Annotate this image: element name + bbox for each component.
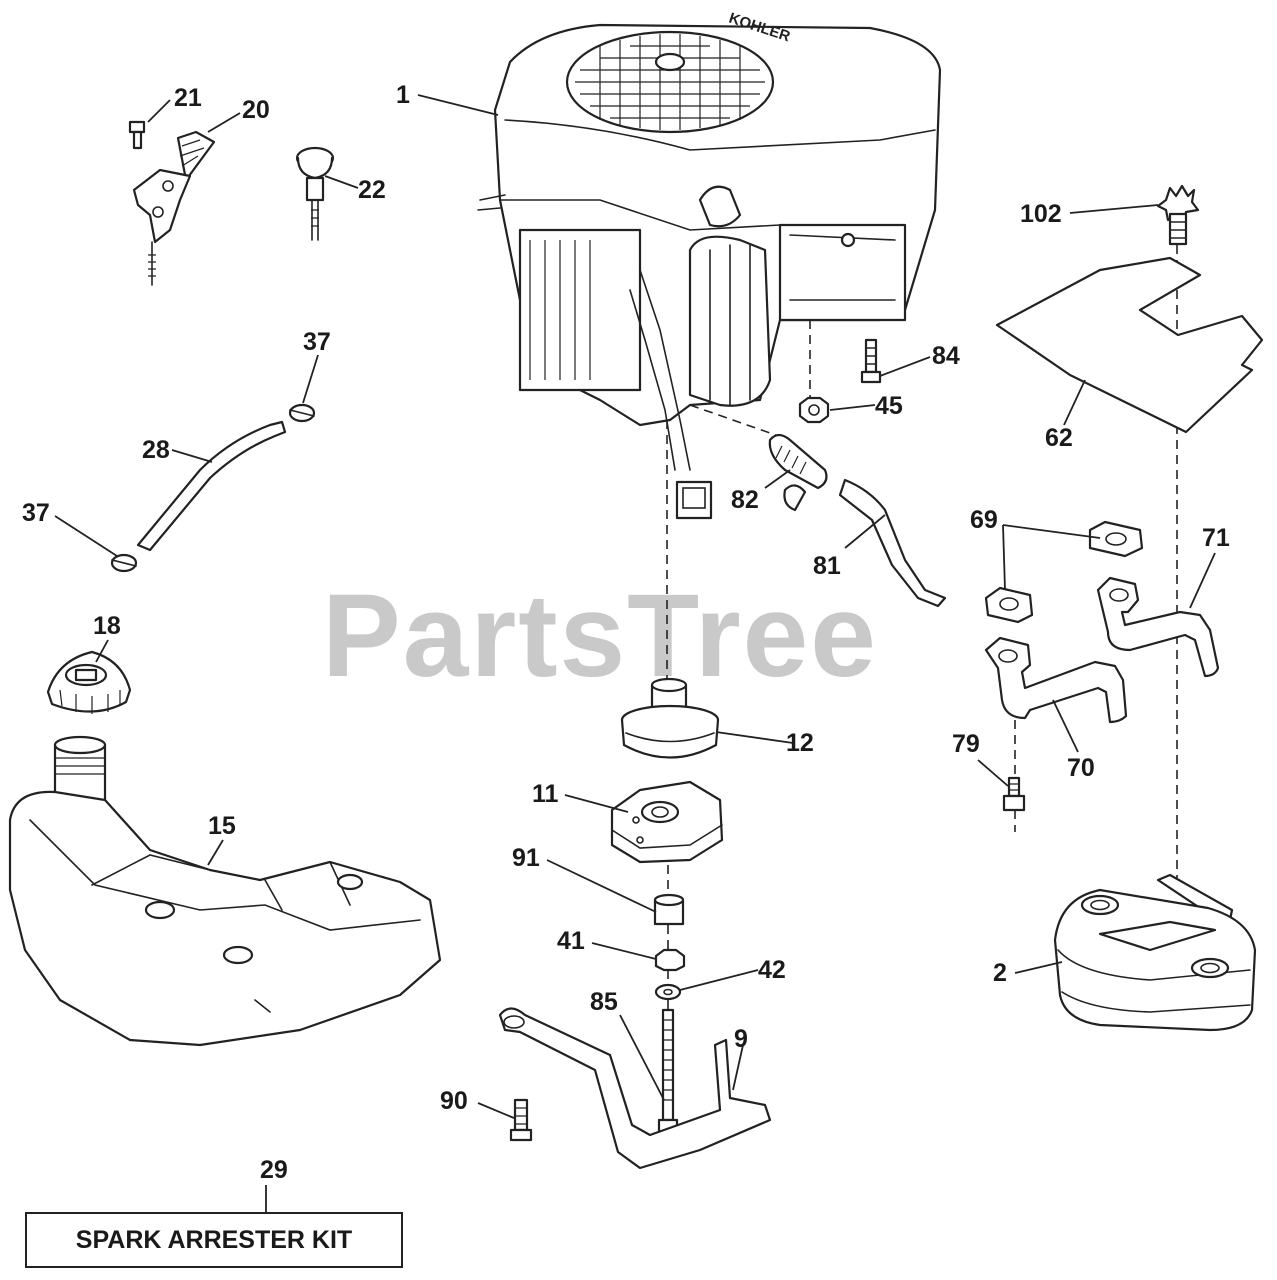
callout-69: 69 [970, 506, 998, 534]
fuel-line-part-81[interactable] [838, 478, 947, 608]
callout-1: 1 [396, 81, 410, 109]
callout-82: 82 [731, 486, 759, 514]
exhaust-pipe-part-71[interactable] [1096, 576, 1220, 678]
callout-79: 79 [952, 730, 980, 758]
bracket-part-9[interactable] [498, 1007, 772, 1170]
washer-part-41[interactable] [654, 948, 686, 972]
callout-42: 42 [758, 956, 786, 984]
bolt-part-90[interactable] [509, 1098, 533, 1142]
spark-arrester-kit-label: SPARK ARRESTER KIT [75, 1225, 353, 1254]
fuel-cap-part-18[interactable] [46, 650, 132, 714]
pto-clutch-part-11[interactable] [610, 780, 724, 864]
callout-62: 62 [1045, 424, 1073, 452]
callout-28: 28 [142, 436, 170, 464]
nut-part-45[interactable] [798, 396, 830, 424]
spark-arrester-kit-box[interactable]: SPARK ARRESTER KIT [25, 1212, 403, 1268]
callout-81: 81 [813, 552, 841, 580]
choke-knob-part-22[interactable] [295, 146, 335, 241]
callout-11: 11 [532, 780, 559, 808]
spacer-part-91[interactable] [653, 893, 685, 926]
hose-clamp-part-37-upper[interactable] [288, 403, 316, 423]
callout-45: 45 [875, 392, 903, 420]
fuel-tank-part-15[interactable] [8, 735, 442, 1047]
callout-41: 41 [557, 927, 585, 955]
bolt-part-79[interactable] [1002, 776, 1026, 812]
hose-clamp-part-37-lower[interactable] [110, 553, 138, 573]
callout-84: 84 [932, 342, 960, 370]
partstree-watermark: PartsTree [322, 570, 878, 702]
callout-2: 2 [993, 959, 1007, 987]
heat-shield-part-62[interactable] [995, 256, 1264, 434]
callout-71: 71 [1202, 524, 1230, 552]
pulley-part-12[interactable] [620, 677, 720, 759]
callout-15: 15 [208, 812, 236, 840]
engine-part-1[interactable]: KOHLER [477, 10, 942, 520]
muffler-part-2[interactable] [1053, 873, 1257, 1032]
callout-102: 102 [1020, 200, 1062, 228]
callout-70: 70 [1067, 754, 1095, 782]
leader-lines [54, 94, 1216, 1212]
callout-29: 29 [260, 1156, 288, 1184]
callout-20: 20 [242, 96, 270, 124]
bolt-part-85[interactable] [657, 1008, 679, 1136]
callout-37-upper: 37 [303, 328, 331, 356]
screw-part-21[interactable] [128, 120, 146, 150]
bolt-part-84[interactable] [860, 338, 882, 384]
callout-21: 21 [174, 84, 202, 112]
washer-part-42[interactable] [654, 983, 682, 1001]
callout-37-lower: 37 [22, 499, 50, 527]
callout-22: 22 [358, 176, 386, 204]
fuel-hose-part-28[interactable] [136, 420, 287, 552]
fuel-filter-part-82[interactable] [768, 433, 828, 512]
wing-nut-part-102[interactable] [1156, 184, 1200, 246]
exhaust-pipe-part-70[interactable] [984, 636, 1128, 724]
exhaust-gasket-part-69[interactable] [984, 520, 1144, 624]
callout-9: 9 [734, 1025, 748, 1053]
callout-85: 85 [590, 988, 618, 1016]
callout-90: 90 [440, 1087, 468, 1115]
callout-12: 12 [786, 729, 814, 757]
callout-labels: 1 21 20 22 37 28 37 102 84 45 62 82 81 6… [22, 81, 1230, 1184]
callout-18: 18 [93, 612, 121, 640]
throttle-control-part-20[interactable] [132, 130, 216, 286]
callout-91: 91 [512, 844, 540, 872]
